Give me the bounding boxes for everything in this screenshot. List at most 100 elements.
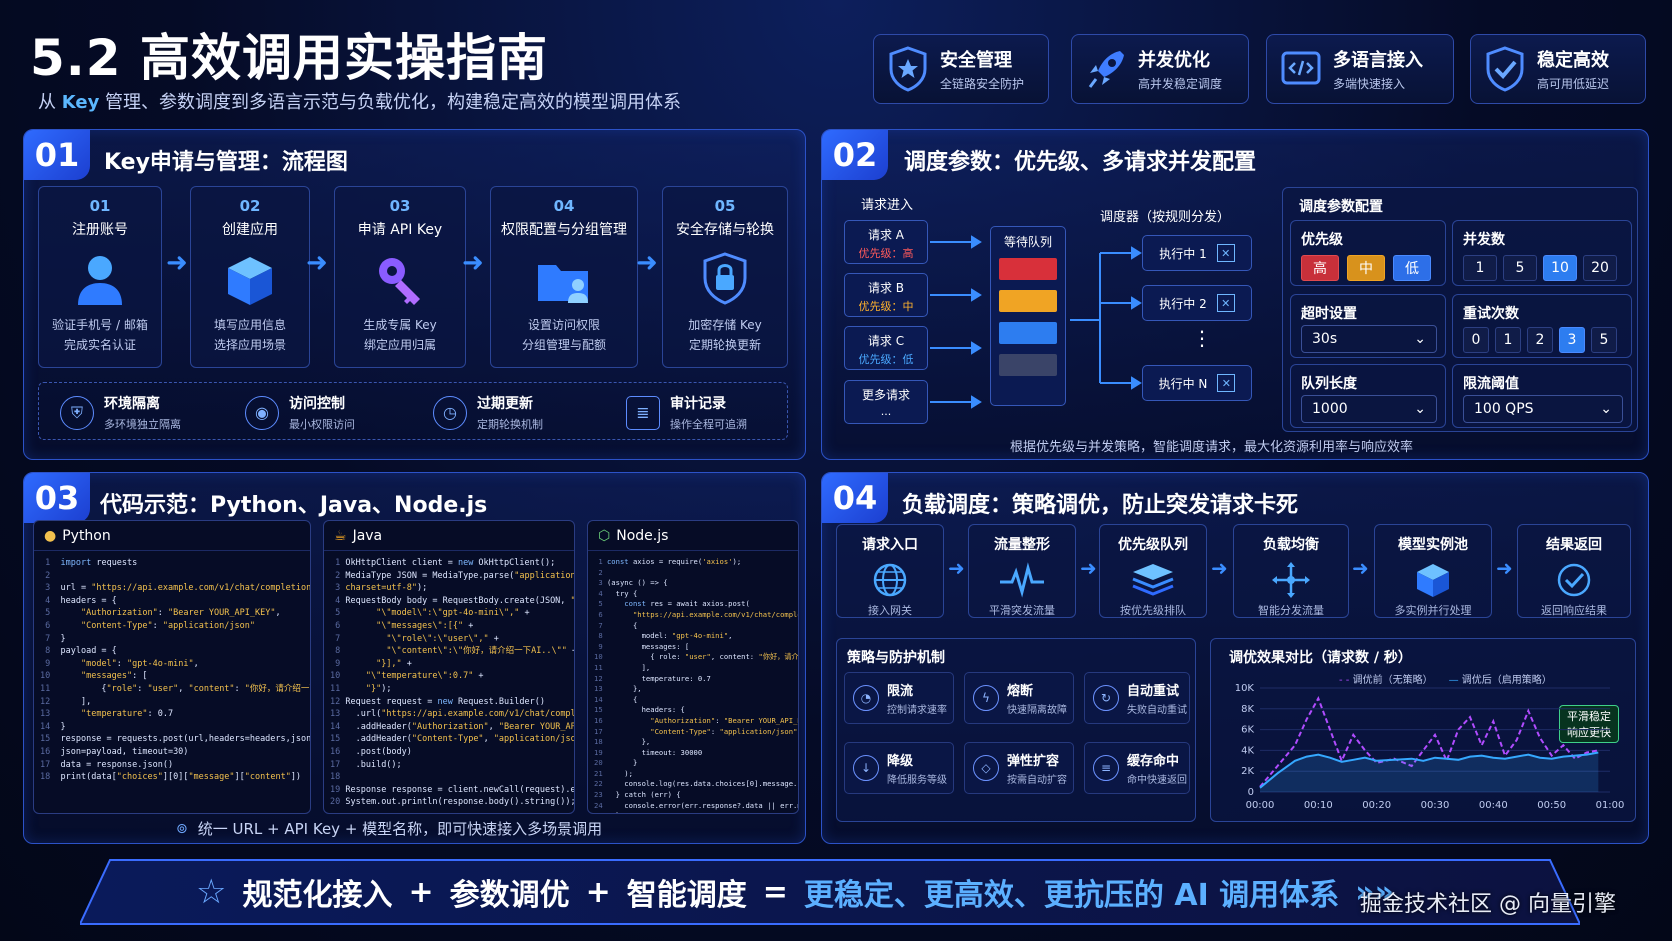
flow-step-create-app: 02 创建应用 填写应用信息 选择应用场景 [190,186,310,368]
chevron-down-icon: ⌄ [1600,401,1612,417]
retry-option[interactable]: 5 [1591,327,1617,353]
shield-icon: ⛨ [60,395,94,430]
rate-limit-select[interactable]: 100 QPS⌄ [1463,395,1623,423]
concurrency-option[interactable]: 1 [1463,255,1497,281]
chip-icon: ✕ [1217,374,1236,392]
chevron-down-icon: ⌄ [1414,331,1426,347]
panel-number: 03 [24,473,90,523]
double-chevron-icon: »» [1355,874,1394,910]
priority-low-button[interactable]: 低 [1393,255,1431,281]
badge-multilang: 多语言接入多端快速接入 [1266,34,1454,104]
concurrency-option[interactable]: 5 [1503,255,1537,281]
executor-1: 执行中 1✕ [1142,235,1252,271]
panel-number: 04 [822,473,888,523]
arrow-right-icon: ➜ [948,556,965,580]
flow-result-return: 结果返回 返回响应结果 [1517,524,1631,618]
strategy-cache-hit: ≡缓存命中命中快速返回 [1084,742,1190,794]
subtitle-key: Key [61,92,100,113]
x-tick-label: 00:30 [1421,800,1450,811]
request-more: 更多请求... [844,380,928,424]
python-code: 1 import requests 2 3 url = "https://api… [40,558,311,783]
chevron-down-icon: ⌄ [1414,401,1426,417]
concurrency-option[interactable]: 20 [1583,255,1617,281]
concurrency-option-selected[interactable]: 10 [1543,255,1577,281]
distribute-icon [1272,562,1310,598]
queue-item-high [999,258,1057,280]
arrow-right-icon: ➜ [166,248,188,278]
flow-step-permissions: 04 权限配置与分组管理 设置访问权限 分组管理与配额 [490,186,638,368]
badge-security: 安全管理全链路安全防护 [873,34,1049,104]
strategy-auto-scale: ◇弹性扩容按需自动扩容 [964,742,1074,794]
folder-user-icon [538,265,588,303]
code-block-python: ●Python 1 import requests 2 3 url = "htt… [33,520,311,814]
x-tick-label: 00:50 [1537,800,1566,811]
bottom-formula: ☆ 规范化接入 + 参数调优 + 智能调度 = 更稳定、更高效、更抗压的 AI … [196,872,1394,913]
nodejs-code: 1 const axios = require('axios'); 2 3 (a… [594,557,799,813]
arrow-right-icon: ➜ [1352,556,1369,580]
scheduler-arrows [930,235,1142,409]
x-tick-label: 00:10 [1304,800,1333,811]
flow-model-instance-pool: 模型实例池 多实例并行处理 [1374,524,1492,618]
code-footer: ⊚ 统一 URL + API Key + 模型名称，即可快速接入多场景调用 [176,820,603,838]
y-tick-label: 6K [1241,725,1254,736]
user-icon [78,256,122,305]
cube-outline-icon: ◇ [973,755,999,781]
legend-after: — 调优后（启用策略） [1448,675,1552,686]
feature-env-isolation: ⛨ 环境隔离多环境独立隔离 [60,393,181,432]
strategy-degrade: ↓降级降低服务等级 [844,742,954,794]
flow-step-register: 01 注册账号 验证手机号 / 邮箱 完成实名认证 [38,186,162,368]
x-tick-label: 00:00 [1246,800,1275,811]
x-tick-label: 00:20 [1362,800,1391,811]
waiting-queue: 等待队列 [990,226,1066,406]
cube-icon [228,257,272,305]
python-icon: ● [44,527,57,544]
star-icon: ☆ [196,872,227,912]
panel-title: 调度参数：优先级、多请求并发配置 [904,150,1257,175]
queue-item-medium [999,290,1057,312]
chart-title: 调优效果对比（请求数 / 秒） [1229,650,1412,666]
java-code: 1 OkHttpClient client = new OkHttpClient… [330,558,575,808]
panel-title: 代码示范：Python、Java、Node.js [100,493,488,518]
link-icon: ⊚ [176,820,188,837]
priority-high-button[interactable]: 高 [1301,255,1339,281]
chip-icon: ✕ [1216,294,1235,312]
java-icon: ☕ [334,527,347,544]
retry-option[interactable]: 0 [1463,327,1489,353]
more-executors-dots: ⋮ [1192,326,1212,350]
y-tick-label: 10K [1235,683,1255,694]
arrow-right-icon: ➜ [1211,556,1228,580]
lock-shield-icon [703,252,747,305]
badge-concurrency: 并发优化高并发稳定调度 [1071,34,1249,104]
retry-option[interactable]: 2 [1527,327,1553,353]
arrow-right-icon: ➜ [1080,556,1097,580]
legend-before: - - 调优前（无策略） [1339,675,1433,686]
config-priority: 优先级 高 中 低 [1290,220,1446,286]
clock-icon: ◷ [433,395,467,430]
shield-star-icon [889,46,927,92]
x-tick-label: 00:40 [1479,800,1508,811]
timeout-select[interactable]: 30s⌄ [1301,325,1437,353]
retry-option[interactable]: 1 [1495,327,1521,353]
code-block-nodejs: ⬡Node.js 1 const axios = require('axios'… [587,520,799,814]
queue-length-select[interactable]: 1000⌄ [1301,395,1437,423]
y-tick-label: 2K [1241,766,1254,777]
code-icon [1281,51,1321,85]
series-line-after [1259,751,1599,789]
config-rate-limit: 限流阈值 100 QPS⌄ [1452,364,1632,428]
arrow-right-icon: ➜ [636,248,658,278]
chip-icon: ✕ [1216,244,1235,262]
priority-medium-button[interactable]: 中 [1347,255,1385,281]
x-tick-label: 01:00 [1596,800,1625,811]
strategy-auto-retry: ↻自动重试失败自动重试 [1084,672,1190,724]
feature-access-control: ◉ 访问控制最小权限访问 [245,393,355,432]
executor-n: 执行中 N✕ [1142,365,1252,401]
series-area [1260,752,1599,792]
request-in-label: 请求进入 [861,198,914,213]
watermark: 掘金技术社区 @ 向量引擎 [1360,892,1616,917]
panel-number: 02 [822,130,888,180]
retry-option-selected[interactable]: 3 [1559,327,1585,353]
badge-stable: 稳定高效高可用低延迟 [1470,34,1646,104]
